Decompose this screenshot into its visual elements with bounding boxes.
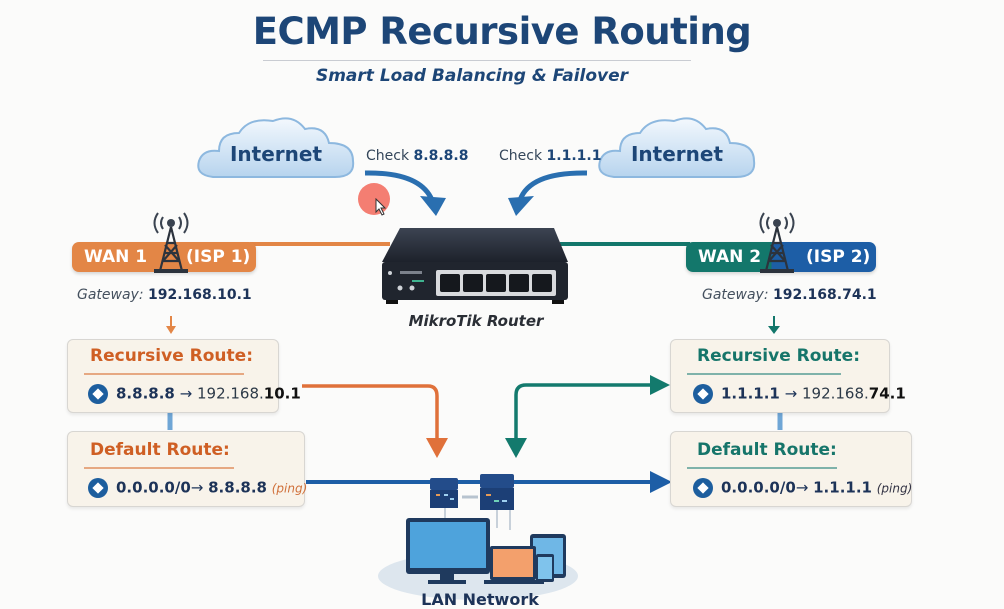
recursive-route-entry: 1.1.1.1 → 192.168.74.1 <box>693 384 906 404</box>
wan1-recursive-arrowhead <box>426 438 448 458</box>
box-title-rule <box>687 467 837 469</box>
gateway-value: 192.168.10.1 <box>148 287 252 303</box>
wan2-default-route-box: Default Route: 0.0.0.0/0→ 1.1.1.1 (ping) <box>670 431 912 507</box>
check-prefix: Check <box>366 148 414 164</box>
route-gateway-suffix: 10.1 <box>263 384 301 403</box>
box-title-rule <box>687 373 841 375</box>
check-arrow-right <box>517 170 588 202</box>
cursor-highlight <box>358 183 390 215</box>
route-arrow: → <box>784 384 798 403</box>
cell-tower-icon <box>759 212 795 273</box>
wan1-recursive-path <box>302 384 439 440</box>
lan-devices <box>378 474 578 600</box>
router-label: MikroTik Router <box>408 312 544 330</box>
lan-switch-icon <box>480 474 514 510</box>
route-bullet-icon <box>693 478 713 498</box>
wan1-default-route-box: Default Route: 0.0.0.0/0→ 8.8.8.8 (ping) <box>67 431 307 507</box>
wan2-recursive-path <box>514 383 655 440</box>
page-title: ECMP Recursive Routing <box>252 10 752 53</box>
internet-cloud-right: Internet <box>594 113 760 187</box>
check-prefix: Check <box>499 148 547 164</box>
wan2-gateway: Gateway: 192.168.74.1 <box>702 287 877 303</box>
cloud-label: Internet <box>229 142 323 166</box>
wan2-gateway-arrowhead <box>768 326 780 334</box>
mouse-cursor-icon <box>375 198 387 216</box>
route-target: 8.8.8.8 <box>116 384 175 403</box>
route-note: (ping) <box>876 481 913 496</box>
phone-icon <box>536 554 554 582</box>
check-label-right: Check 1.1.1.1 <box>499 148 601 164</box>
route-target: 1.1.1.1 <box>721 384 780 403</box>
box-title-rule <box>84 373 244 375</box>
box-title: Recursive Route: <box>697 346 860 366</box>
cloud-icon <box>598 117 756 178</box>
recursive-route-entry: 8.8.8.8 → 192.168.10.1 <box>88 384 301 404</box>
wan-name: WAN 1 <box>84 247 148 267</box>
wan1-gateway: Gateway: 192.168.10.1 <box>77 287 252 303</box>
cloud-label: Internet <box>630 142 724 166</box>
check-target: 1.1.1.1 <box>546 148 602 164</box>
default-route-entry: 0.0.0.0/0→ 1.1.1.1 (ping) <box>693 478 912 498</box>
gateway-key: Gateway: <box>77 287 144 303</box>
route-note: (ping) <box>271 481 308 496</box>
box-title: Recursive Route: <box>90 346 253 366</box>
route-via: 1.1.1.1 <box>813 478 872 497</box>
route-bullet-icon <box>88 478 108 498</box>
route-gateway-prefix: 192.168. <box>196 384 264 403</box>
route-bullet-icon <box>693 384 713 404</box>
check-arrow-left <box>364 170 435 202</box>
isp-name: (ISP 2) <box>806 247 871 267</box>
wan2-recursive-arrowhead-down <box>505 438 527 458</box>
check-arrowhead-left <box>420 196 446 216</box>
wan-name: WAN 2 <box>698 247 762 267</box>
check-label-left: Check 8.8.8.8 <box>366 148 468 164</box>
page-subtitle: Smart Load Balancing & Failover <box>315 66 629 86</box>
route-destination: 0.0.0.0/0 <box>721 478 796 497</box>
isp-name: (ISP 1) <box>186 247 251 267</box>
box-title: Default Route: <box>90 440 230 460</box>
route-gateway-prefix: 192.168. <box>801 384 869 403</box>
route-arrow: → <box>190 478 204 497</box>
title-divider <box>263 60 691 61</box>
box-title-rule <box>84 467 234 469</box>
cloud-icon <box>197 117 355 178</box>
gateway-value: 192.168.74.1 <box>773 287 877 303</box>
wan1-recursive-route-box: Recursive Route: 8.8.8.8 → 192.168.10.1 <box>67 339 301 413</box>
lan-network-label: LAN Network <box>421 590 539 609</box>
route-gateway-suffix: 74.1 <box>868 384 906 403</box>
check-target: 8.8.8.8 <box>413 148 469 164</box>
lan-switch-icon <box>430 478 458 508</box>
route-destination: 0.0.0.0/0 <box>116 478 191 497</box>
box-title: Default Route: <box>697 440 837 460</box>
gateway-key: Gateway: <box>702 287 769 303</box>
mikrotik-router[interactable] <box>378 226 574 306</box>
laptop-icon <box>484 546 544 584</box>
route-via: 8.8.8.8 <box>208 478 267 497</box>
wan2-recursive-arrowhead-right <box>650 375 670 395</box>
route-arrow: → <box>795 478 809 497</box>
router-icon <box>382 228 568 304</box>
wan2-recursive-route-box: Recursive Route: 1.1.1.1 → 192.168.74.1 <box>670 339 906 413</box>
desktop-monitor-icon <box>406 518 490 584</box>
route-bullet-icon <box>88 384 108 404</box>
check-arrowhead-right <box>508 196 534 216</box>
route-arrow: → <box>179 384 193 403</box>
default-route-entry: 0.0.0.0/0→ 8.8.8.8 (ping) <box>88 478 307 498</box>
internet-cloud-left: Internet <box>193 113 359 187</box>
cell-tower-icon <box>153 212 189 273</box>
lan-default-arrowhead <box>650 471 672 493</box>
wan1-gateway-arrowhead <box>166 326 176 334</box>
